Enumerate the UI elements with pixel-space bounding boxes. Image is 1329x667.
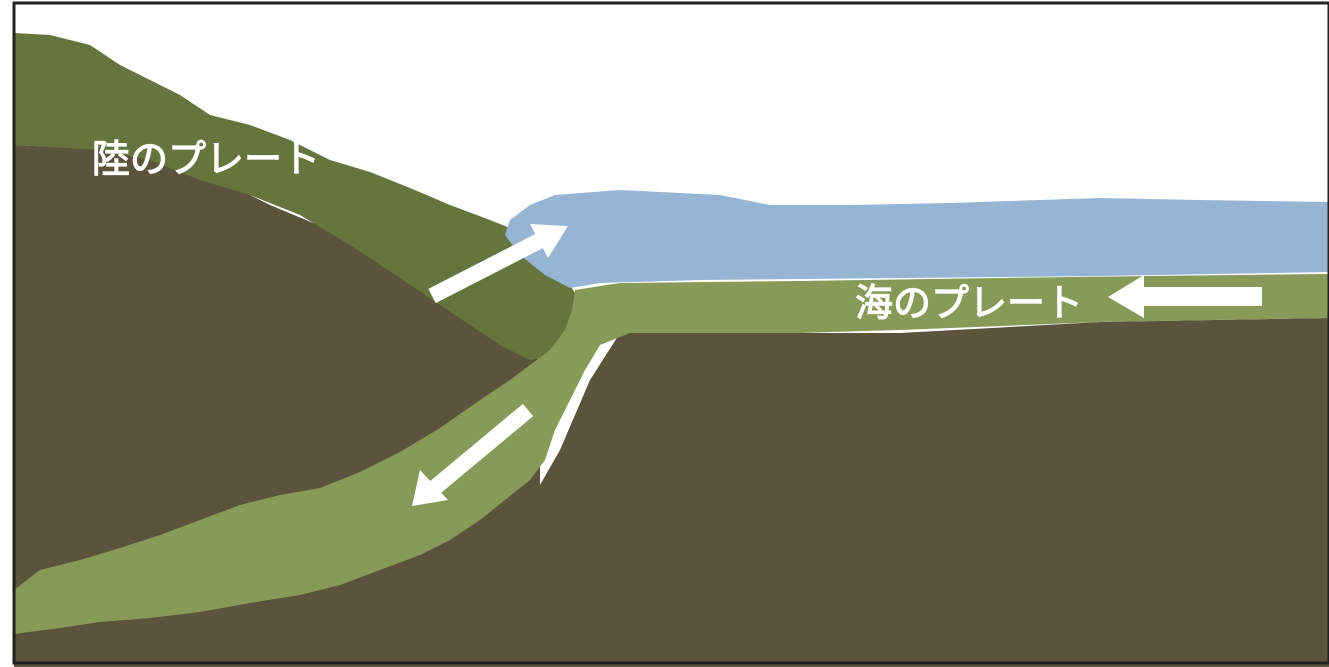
oceanic-plate-label: 海のプレート bbox=[855, 281, 1083, 325]
sea bbox=[505, 190, 1329, 288]
continental-plate-label: 陸のプレート bbox=[92, 137, 320, 181]
continental-plate bbox=[14, 33, 585, 360]
mantle-right bbox=[420, 318, 1329, 667]
frame-border bbox=[12, 1, 1329, 665]
arrow-left-icon bbox=[1108, 275, 1262, 318]
oceanic-plate bbox=[14, 274, 1329, 634]
arrow-up-right-icon bbox=[428, 224, 568, 304]
arrow-down-left-icon bbox=[412, 403, 534, 506]
